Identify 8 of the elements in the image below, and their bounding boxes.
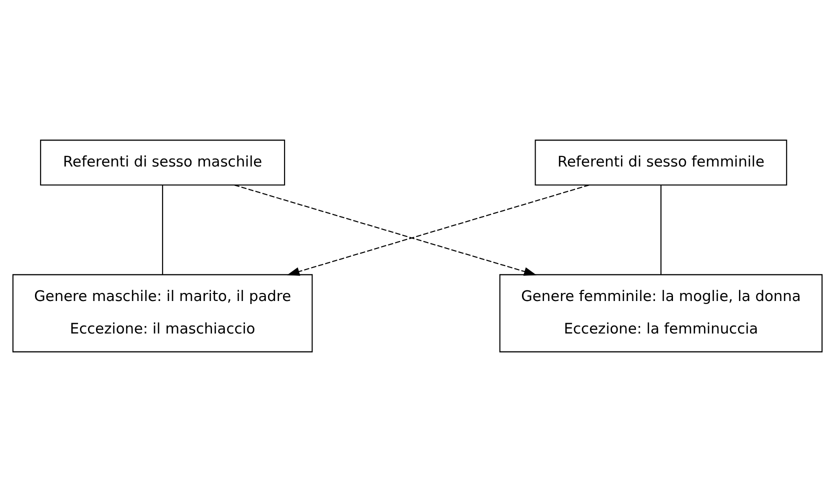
connector <box>660 185 662 274</box>
node-box: Referenti di sesso maschile <box>40 140 286 186</box>
connector <box>162 185 164 274</box>
node-box: Genere femminile: la moglie, la donna Eccezione: la femminuccia <box>499 274 823 352</box>
arrow <box>286 184 590 276</box>
arrow <box>234 184 537 276</box>
node-box: Referenti di sesso femminile <box>534 140 788 186</box>
node-box: Genere maschile: il marito, il padre Eccezione: il maschiaccio <box>12 274 313 352</box>
